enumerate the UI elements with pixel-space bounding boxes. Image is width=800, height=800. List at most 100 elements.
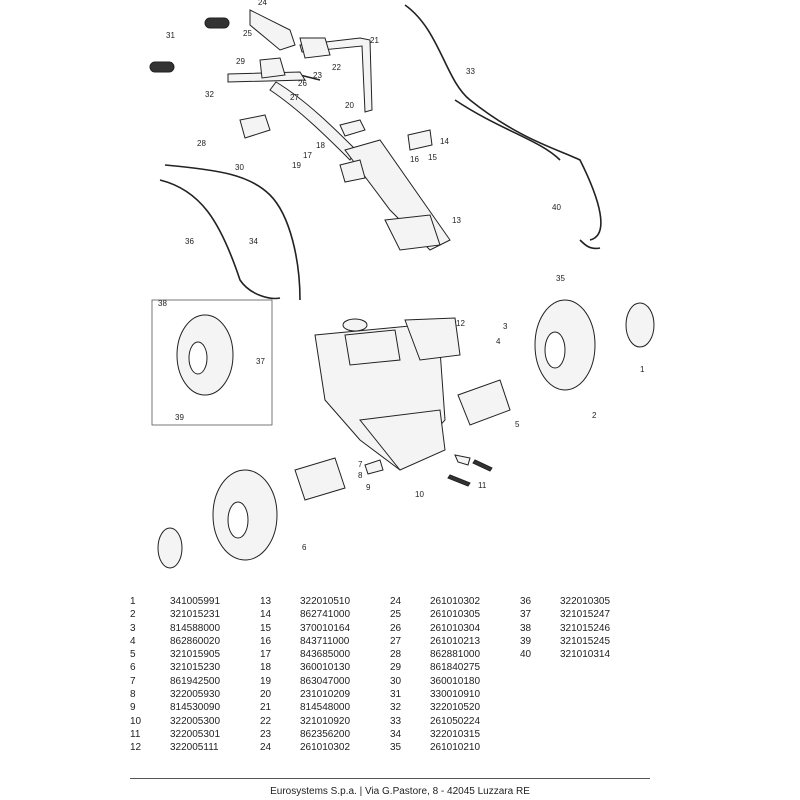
part-number: 29 — [390, 662, 402, 674]
callout-14: 14 — [440, 137, 449, 146]
part-number: 40 — [520, 649, 532, 661]
part-number: 37 — [520, 609, 532, 621]
part-code: 862881000 — [430, 649, 481, 661]
callout-2: 2 — [592, 411, 597, 420]
part-number: 23 — [260, 728, 272, 740]
part-number: 14 — [260, 609, 272, 621]
part-number: 1 — [130, 596, 136, 607]
part-number: 15 — [260, 622, 272, 634]
callout-8: 8 — [358, 471, 363, 480]
part-code: 814548000 — [300, 702, 351, 714]
callout-22: 22 — [332, 63, 341, 72]
part-code: 843711000 — [300, 635, 350, 647]
part-code: 321015230 — [170, 662, 221, 674]
part-number: 31 — [390, 689, 402, 701]
part-code: 862741000 — [300, 609, 351, 621]
callout-33: 33 — [466, 67, 475, 76]
inset-wheel-box — [151, 299, 273, 426]
part-code: 341005991 — [170, 596, 221, 607]
engine-chassis — [314, 317, 461, 471]
part-number: 32 — [390, 702, 402, 714]
part-number: 10 — [130, 715, 142, 727]
callout-13: 13 — [452, 216, 461, 225]
part-code: 321015247 — [560, 609, 611, 621]
callout-36: 36 — [185, 237, 194, 246]
part-code: 322005930 — [170, 689, 221, 701]
callout-19: 19 — [292, 161, 301, 170]
part-code: 321015231 — [170, 609, 221, 621]
part-number: 21 — [260, 702, 272, 714]
part-number: 19 — [260, 675, 272, 687]
part-code: 843685000 — [300, 649, 351, 661]
part-code: 261050224 — [430, 715, 481, 727]
part-number: 38 — [520, 622, 532, 634]
part-number: 25 — [390, 609, 402, 621]
part-code: 322005301 — [170, 728, 221, 740]
part-number: 27 — [390, 635, 402, 647]
small-parts — [364, 454, 493, 487]
callout-17: 17 — [303, 151, 312, 160]
part-number: 39 — [520, 635, 532, 647]
callout-4: 4 — [496, 337, 501, 346]
callout-3: 3 — [503, 322, 508, 331]
callout-15: 15 — [428, 153, 437, 162]
part-number: 35 — [390, 742, 402, 754]
part-number: 34 — [390, 728, 402, 740]
left-wheel — [157, 457, 346, 569]
part-number: 9 — [130, 702, 136, 714]
callout-37: 37 — [256, 357, 265, 366]
part-code: 321015245 — [560, 635, 611, 647]
part-code: 321010314 — [560, 649, 611, 661]
part-number: 33 — [390, 715, 402, 727]
part-number: 26 — [390, 622, 402, 634]
part-number: 28 — [390, 649, 402, 661]
callout-10: 10 — [415, 490, 424, 499]
callout-30: 30 — [235, 163, 244, 172]
part-number: 30 — [390, 675, 402, 687]
part-code: 322010305 — [560, 596, 611, 607]
part-code: 261010213 — [430, 635, 481, 647]
part-code: 863047000 — [300, 675, 351, 687]
callout-1: 1 — [640, 365, 645, 374]
callout-34: 34 — [249, 237, 258, 246]
callout-27: 27 — [290, 93, 299, 102]
callout-35: 35 — [556, 274, 565, 283]
part-number: 20 — [260, 689, 272, 701]
part-code: 231010209 — [300, 689, 351, 701]
part-code: 261010304 — [430, 622, 481, 634]
callout-5: 5 — [515, 420, 520, 429]
footer-separator — [130, 778, 650, 779]
callout-40: 40 — [552, 203, 561, 212]
part-number: 11 — [130, 728, 141, 740]
callout-38: 38 — [158, 299, 167, 308]
callout-31: 31 — [166, 31, 175, 40]
part-code: 360010180 — [430, 675, 481, 687]
part-code: 322010315 — [430, 728, 481, 740]
part-number: 24 — [260, 742, 272, 754]
callout-26: 26 — [298, 79, 307, 88]
callout-28: 28 — [197, 139, 206, 148]
control-cables — [159, 4, 602, 301]
part-code: 330010910 — [430, 689, 481, 701]
callout-24: 24 — [258, 0, 267, 7]
callout-25: 25 — [243, 29, 252, 38]
callout-23: 23 — [313, 71, 322, 80]
exploded-parts-diagram: 1 2 3 4 5 6 7 8 9 10 11 12 13 14 15 16 1… — [149, 0, 655, 569]
part-code: 861840275 — [430, 662, 481, 674]
callout-16: 16 — [410, 155, 419, 164]
callout-11: 11 — [478, 481, 487, 490]
callout-9: 9 — [366, 483, 371, 492]
part-number: 2 — [130, 609, 136, 621]
part-number: 18 — [260, 662, 272, 674]
callout-32: 32 — [205, 90, 214, 99]
callout-12: 12 — [456, 319, 465, 328]
